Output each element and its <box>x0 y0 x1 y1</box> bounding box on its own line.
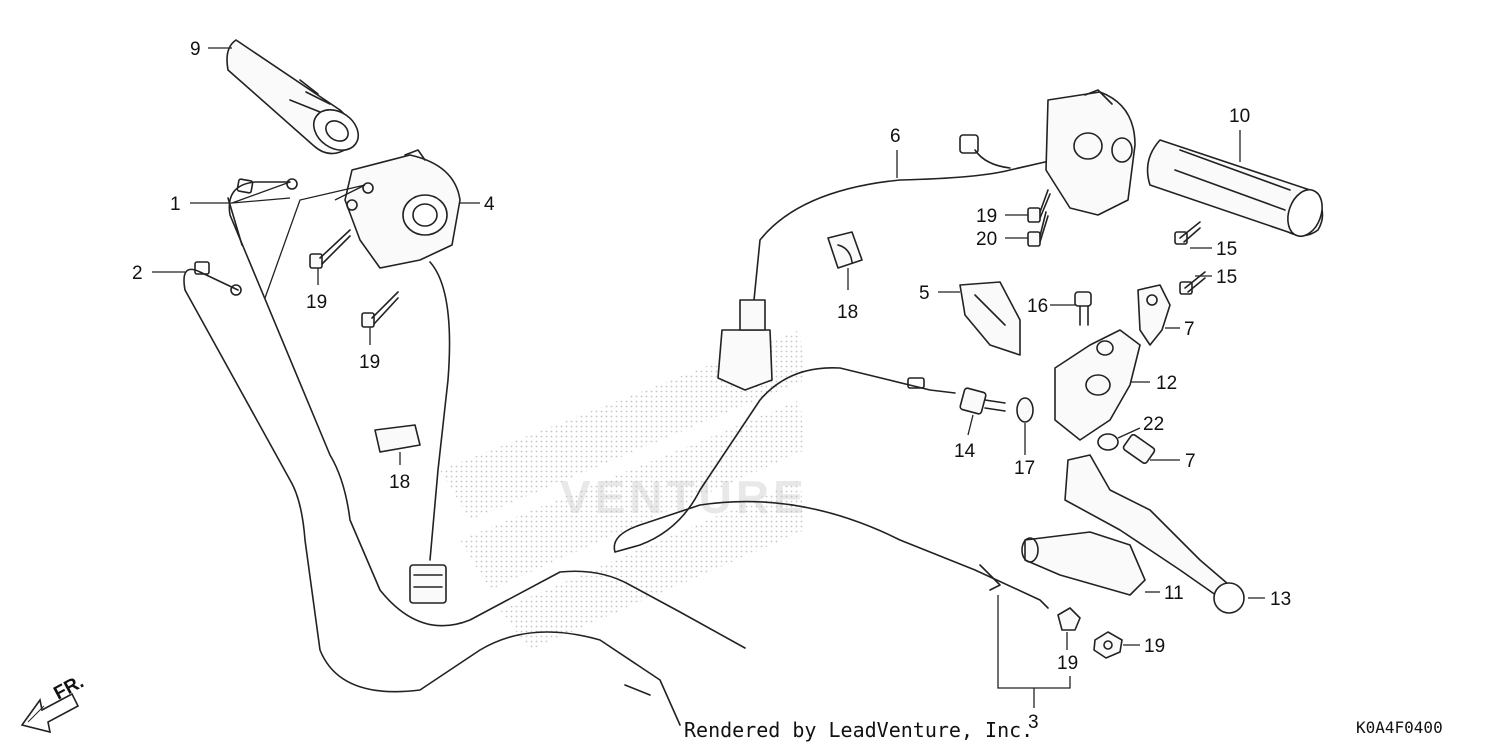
lever-bracket <box>1054 329 1141 441</box>
right-switch-harness <box>717 134 1046 391</box>
locknut-17 <box>1016 397 1034 423</box>
callout-19-d: 20 <box>976 229 997 250</box>
nut-21 <box>1093 631 1123 659</box>
bolt-15-lower <box>1179 271 1206 295</box>
screw-19-left-lower <box>361 291 399 328</box>
callout-12: 12 <box>1156 373 1177 394</box>
watermark-pattern <box>440 330 805 650</box>
switch-5 <box>959 281 1021 356</box>
front-direction-arrow: FR. <box>20 672 87 734</box>
callout-18-b: 18 <box>837 302 858 323</box>
callout-4: 4 <box>484 194 495 215</box>
callout-5: 5 <box>919 283 930 304</box>
callout-18-a: 18 <box>389 472 410 493</box>
callout-19-a: 19 <box>306 292 327 313</box>
callout-22: 22 <box>1143 414 1164 435</box>
right-handlebar-switch <box>1045 89 1136 216</box>
lever-clamp <box>1137 284 1171 346</box>
callout-labels: 9 1 2 4 19 19 18 6 19 20 18 5 16 10 15 1… <box>132 39 1291 733</box>
diagram-code: K0A4F0400 <box>1356 718 1443 737</box>
screw-19-left-upper <box>309 229 351 269</box>
throttle-cable-2 <box>183 261 681 726</box>
bolt-16 <box>1074 291 1092 326</box>
callout-19-c: 19 <box>976 206 997 227</box>
adjuster-14 <box>959 387 1006 415</box>
callout-15-b: 15 <box>1216 267 1237 288</box>
callout-6: 6 <box>890 126 901 147</box>
callout-11: 11 <box>1164 583 1184 604</box>
callout-14: 14 <box>954 441 976 462</box>
screw-19-right-upper <box>1027 189 1051 223</box>
right-grip <box>1146 139 1324 238</box>
switch-7 <box>1122 433 1156 465</box>
clutch-cable <box>613 366 1049 609</box>
callout-1: 1 <box>170 194 181 215</box>
callout-20: 19 <box>1057 653 1078 674</box>
callout-3: 3 <box>1028 712 1039 733</box>
nut-20 <box>1057 607 1081 631</box>
callout-8: 7 <box>1184 319 1195 340</box>
render-credit: Rendered by LeadVenture, Inc. <box>684 718 1034 742</box>
lever-cover <box>1021 531 1146 596</box>
left-switch-harness <box>409 261 451 604</box>
screw-19-right-lower <box>1027 211 1049 247</box>
nut-22 <box>1097 433 1119 451</box>
wire-clip-left <box>374 424 421 453</box>
bolt-15-upper <box>1174 221 1201 245</box>
callout-13: 13 <box>1270 589 1291 610</box>
callout-19-b: 19 <box>359 352 380 373</box>
left-handlebar-switch <box>344 149 461 269</box>
callout-2: 2 <box>132 263 143 284</box>
direction-label: FR. <box>50 672 87 705</box>
leader-lines <box>152 47 1265 708</box>
callout-7: 7 <box>1185 451 1196 472</box>
left-grip <box>226 39 360 155</box>
callout-10: 10 <box>1229 106 1250 127</box>
callout-15-a: 15 <box>1216 239 1237 260</box>
clutch-lever <box>1064 454 1245 614</box>
callout-21: 19 <box>1144 636 1165 657</box>
callout-16: 16 <box>1027 296 1048 317</box>
callout-9: 9 <box>190 39 201 60</box>
callout-17: 17 <box>1014 458 1035 479</box>
throttle-cable-1 <box>227 178 746 649</box>
wire-clip-right <box>827 231 863 269</box>
